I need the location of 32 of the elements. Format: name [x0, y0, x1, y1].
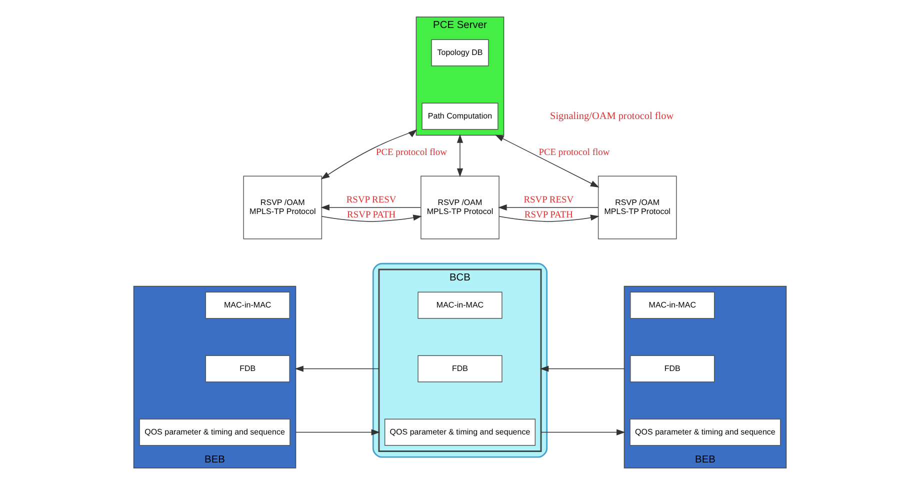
node-box: FDB [630, 355, 715, 382]
node-box: FDB [205, 355, 290, 382]
arrow [320, 204, 422, 211]
node-box: RSVP /OAM MPLS-TP Protocol [598, 176, 677, 240]
node-box: FDB [418, 355, 502, 382]
arrow [495, 134, 600, 188]
node-box: QOS parameter & timing and sequence [630, 418, 781, 446]
arrow [540, 366, 625, 372]
node-box: MAC-in-MAC [418, 292, 502, 319]
node-box: QOS parameter & timing and sequence [384, 418, 536, 446]
node-box: Topology DB [431, 39, 489, 66]
node-box: QOS parameter & timing and sequence [139, 418, 290, 446]
arrow [498, 204, 598, 211]
node-box: Path Computation [422, 102, 498, 130]
node-box: RSVP /OAM MPLS-TP Protocol [243, 176, 322, 240]
node-box: MAC-in-MAC [630, 292, 715, 319]
arrow [321, 214, 422, 222]
arrow [540, 429, 626, 436]
arrow [498, 214, 600, 222]
arrow [294, 366, 380, 372]
label: Signaling/OAM protocol flow [550, 110, 674, 122]
node-box: RSVP /OAM MPLS-TP Protocol [420, 176, 500, 240]
arrow [320, 129, 418, 180]
edge-label: RSVP RESV [524, 196, 574, 206]
edge-label: RSVP PATH [347, 210, 396, 220]
arrow [456, 134, 464, 178]
arrow [295, 429, 380, 436]
node-box: MAC-in-MAC [205, 292, 290, 319]
edge-label: RSVP PATH [524, 210, 573, 220]
edge-label: PCE protocol flow [376, 148, 447, 158]
edge-label: PCE protocol flow [538, 148, 610, 158]
edge-label: RSVP RESV [346, 196, 396, 206]
